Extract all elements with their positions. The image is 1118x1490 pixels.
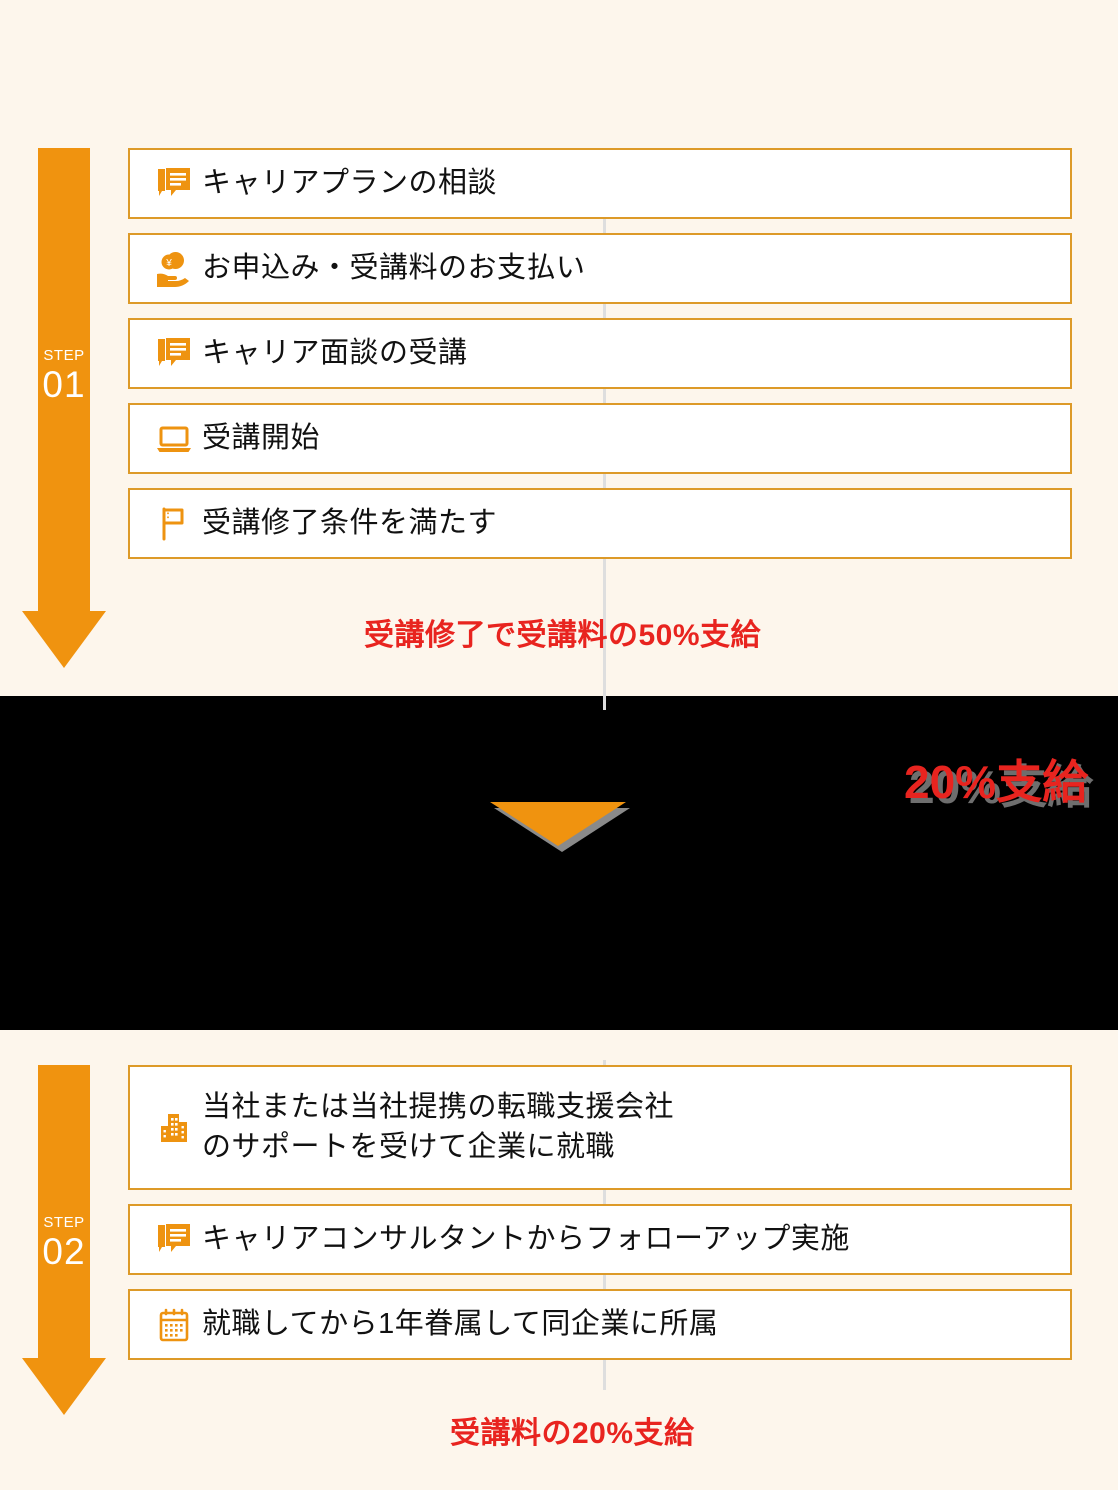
- list-item[interactable]: 受講開始: [128, 403, 1072, 474]
- arrow-head-icon: [22, 611, 106, 668]
- step-01-payout-text: 受講修了で受講料の50%支給: [364, 619, 762, 652]
- middle-black-band: [0, 696, 1118, 1030]
- arrow-head-icon: [22, 1358, 106, 1415]
- calendar-icon: [146, 1305, 202, 1345]
- middle-band-badge: 20%支給: [904, 756, 1089, 808]
- svg-text:¥: ¥: [165, 258, 172, 269]
- step-01-card-list: キャリアプランの相談 ¥ お申込み・受講料のお支払い: [128, 148, 1072, 573]
- list-item-label: 受講開始: [202, 421, 321, 454]
- hand-coin-icon: ¥: [146, 249, 202, 289]
- list-item[interactable]: 就職してから1年眷属して同企業に所属: [128, 1289, 1072, 1360]
- list-item-label: お申込み・受講料のお支払い: [202, 251, 586, 284]
- step-02-label: STEP 02: [38, 1215, 90, 1270]
- step-02-card-list: 当社または当社提携の転職支援会社 のサポートを受けて企業に就職 キャリアコンサル…: [128, 1065, 1072, 1374]
- list-item[interactable]: 当社または当社提携の転職支援会社 のサポートを受けて企業に就職: [128, 1065, 1072, 1190]
- list-item[interactable]: 受講修了条件を満たす: [128, 488, 1072, 559]
- step-number: 01: [42, 364, 86, 405]
- laptop-icon: [146, 419, 202, 459]
- down-triangle-icon: [490, 802, 626, 846]
- list-item-label: キャリア面談の受講: [202, 336, 468, 369]
- step-number: 02: [42, 1231, 86, 1272]
- chat-bubble-icon: [146, 334, 202, 374]
- flag-icon: [146, 504, 202, 544]
- building-icon: [146, 1108, 202, 1148]
- arrow-shaft: [38, 148, 90, 611]
- step-01-arrow: STEP 01: [22, 148, 106, 668]
- list-item-label: 就職してから1年眷属して同企業に所属: [202, 1307, 719, 1340]
- list-item[interactable]: キャリア面談の受講: [128, 318, 1072, 389]
- step-word: STEP: [43, 347, 85, 364]
- list-item[interactable]: キャリアプランの相談: [128, 148, 1072, 219]
- step-02-payout-text: 受講料の20%支給: [450, 1417, 695, 1450]
- arrow-shaft: [38, 1065, 90, 1358]
- step-01-label: STEP 01: [38, 348, 90, 403]
- list-item-label: 当社または当社提携の転職支援会社 のサポートを受けて企業に就職: [202, 1091, 675, 1163]
- list-item[interactable]: ¥ お申込み・受講料のお支払い: [128, 233, 1072, 304]
- chat-bubble-icon: [146, 1220, 202, 1260]
- step-word: STEP: [43, 1214, 85, 1231]
- list-item-label: キャリアプランの相談: [202, 166, 498, 199]
- list-item-label: キャリアコンサルタントからフォローアップ実施: [202, 1222, 850, 1255]
- step-02-arrow: STEP 02: [22, 1065, 106, 1415]
- list-item-label: 受講修了条件を満たす: [202, 506, 498, 539]
- chat-bubble-icon: [146, 164, 202, 204]
- list-item[interactable]: キャリアコンサルタントからフォローアップ実施: [128, 1204, 1072, 1275]
